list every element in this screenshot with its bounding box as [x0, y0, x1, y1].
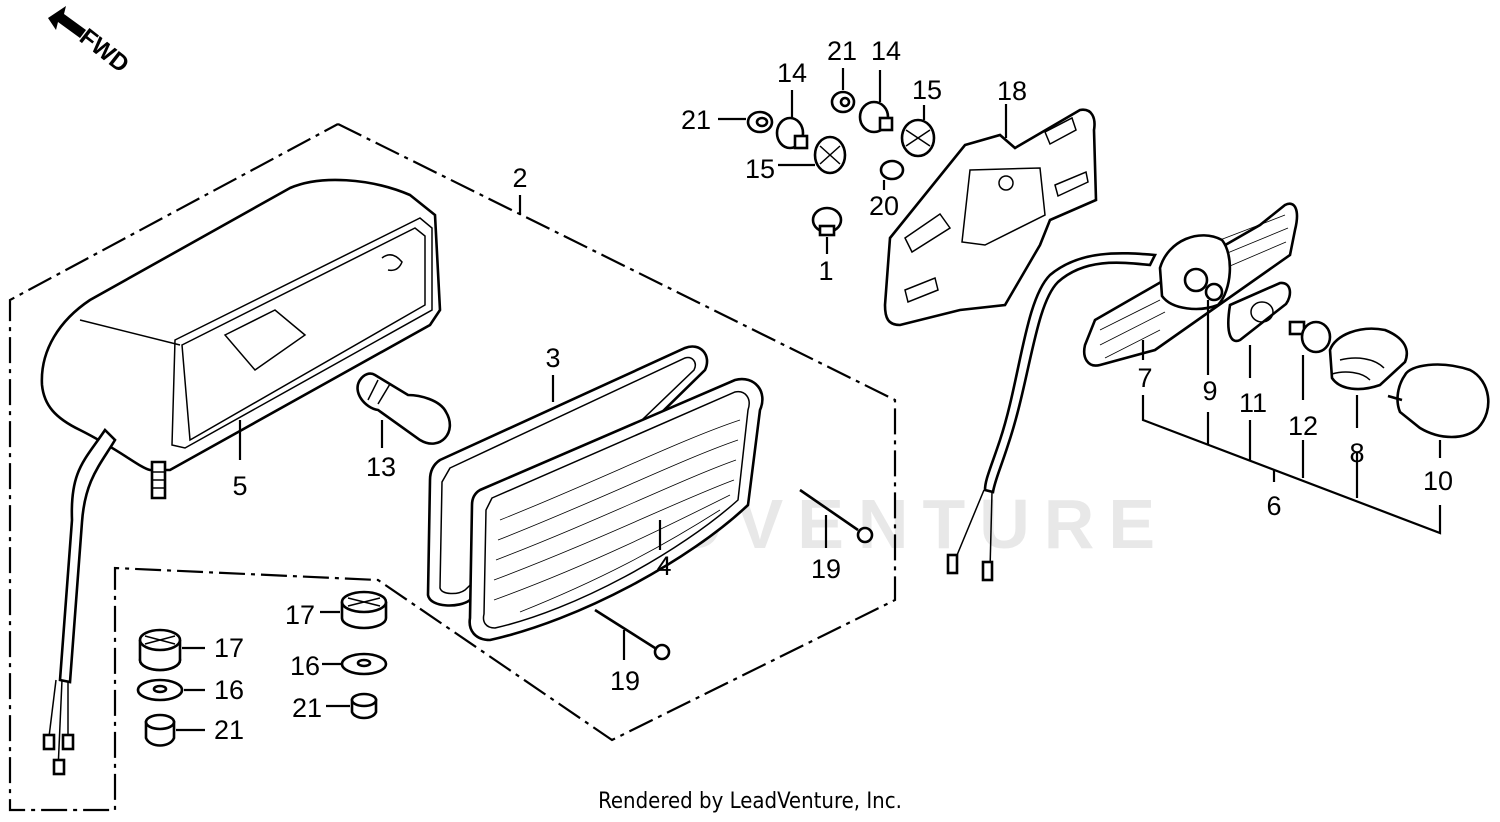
callout-14-left: 14 — [777, 58, 807, 88]
callout-6: 6 — [1266, 491, 1281, 521]
rubber-grommet-right — [340, 590, 388, 630]
taillight-lens — [468, 377, 764, 642]
socket-gasket — [1227, 281, 1292, 343]
nut-right — [350, 692, 378, 720]
callout-2: 2 — [512, 163, 527, 193]
callout-21-upper-left: 21 — [681, 105, 711, 135]
bolt-cap — [811, 206, 843, 237]
direction-label: FWD — [74, 23, 134, 78]
footer-credit: Rendered by LeadVenture, Inc. — [598, 789, 902, 814]
license-light-wiring — [946, 251, 1158, 582]
license-light-lens — [1328, 327, 1409, 391]
forward-arrow-icon — [48, 6, 86, 38]
license-light-case — [1082, 202, 1299, 367]
callout-20: 20 — [869, 191, 899, 221]
callout-17-left: 17 — [214, 633, 244, 663]
taillight-housing — [40, 178, 442, 500]
callout-1: 1 — [818, 256, 833, 286]
rubber-grommet-left — [138, 628, 182, 672]
license-plate-bracket — [883, 108, 1098, 327]
callout-3: 3 — [545, 343, 560, 373]
license-bulb — [1288, 320, 1332, 354]
nut-upper-right — [830, 90, 856, 114]
callout-14-right: 14 — [871, 36, 901, 66]
callout-19-lower: 19 — [610, 666, 640, 696]
cushion-upper-right — [900, 118, 936, 158]
callout-21-upper-right: 21 — [827, 36, 857, 66]
callout-17-right: 17 — [285, 600, 315, 630]
callout-7: 7 — [1137, 363, 1152, 393]
callout-11: 11 — [1239, 388, 1267, 418]
taillight-wiring-harness — [42, 427, 117, 776]
callout-10: 10 — [1423, 466, 1453, 496]
license-light-cover — [1387, 363, 1490, 439]
callout-labels: 1 2 3 4 5 6 7 8 9 10 11 12 13 14 14 15 1… — [214, 36, 1453, 745]
assembly-group-outline — [8, 123, 897, 812]
callout-21-lower-right: 21 — [292, 693, 322, 723]
callout-9: 9 — [1202, 376, 1217, 406]
lens-screw-upper — [799, 488, 874, 544]
callout-13: 13 — [366, 452, 396, 482]
nut-left — [144, 713, 176, 747]
lens-screw-lower — [594, 608, 671, 661]
callout-8: 8 — [1349, 438, 1364, 468]
cushion-upper-left — [813, 135, 847, 175]
assembly-6-bracket — [1141, 395, 1442, 535]
callout-21-lower-left: 21 — [214, 715, 244, 745]
tail-bulb — [356, 372, 452, 445]
washer-right — [340, 652, 388, 676]
collar-small — [879, 159, 905, 181]
callout-19-upper: 19 — [811, 554, 841, 584]
callout-15-right: 15 — [912, 75, 942, 105]
collar-upper-right — [858, 100, 894, 134]
callout-16-left: 16 — [214, 675, 244, 705]
forward-direction-indicator: FWD — [48, 6, 134, 78]
collar-upper-left — [775, 116, 809, 150]
callout-16-right: 16 — [290, 651, 320, 681]
callout-5: 5 — [232, 471, 247, 501]
callout-15-left: 15 — [745, 154, 775, 184]
washer-left — [136, 678, 184, 702]
callout-18: 18 — [997, 76, 1027, 106]
callout-4: 4 — [656, 551, 671, 581]
nut-upper-left — [746, 110, 774, 134]
callout-12: 12 — [1288, 411, 1318, 441]
